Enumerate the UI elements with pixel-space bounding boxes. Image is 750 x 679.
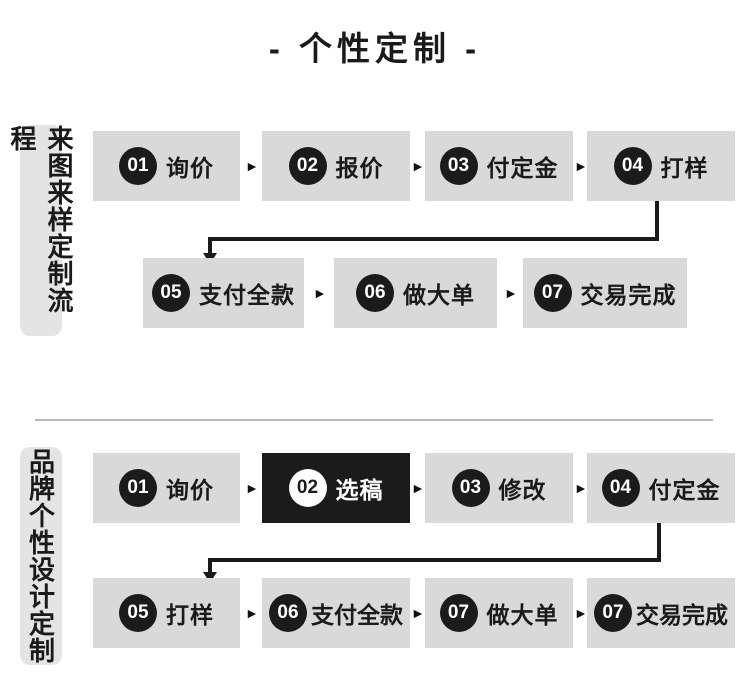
step-label: 修改	[498, 477, 547, 503]
page-title: - 个性定制 -	[268, 30, 482, 67]
arrow-right-icon: ►	[504, 285, 518, 301]
step-label: 做大单	[486, 602, 559, 628]
step-number-badge: 03	[439, 147, 478, 185]
step-number-badge: 02	[288, 147, 327, 185]
step-label: 询价	[166, 477, 214, 503]
flow-step: 01 询价	[93, 131, 240, 201]
step-label: 做大单	[403, 282, 475, 308]
step-number-badge: 01	[119, 469, 157, 507]
flow-step: 05 打样	[93, 578, 240, 648]
step-number-badge: 04	[601, 469, 640, 507]
arrow-right-icon: ►	[245, 605, 259, 621]
flow-step: 07 交易完成	[523, 258, 687, 328]
flow-step: 04 付定金	[587, 453, 735, 523]
step-number-badge: 02	[288, 469, 327, 507]
step-label: 打样	[166, 602, 214, 628]
step-label: 报价	[335, 155, 384, 181]
flow-step: 06 做大单	[334, 258, 497, 328]
flow-step: 03 付定金	[425, 131, 573, 201]
arrow-right-icon: ►	[411, 480, 425, 496]
step-number-badge: 06	[356, 274, 394, 312]
arrow-right-icon: ►	[313, 285, 327, 301]
step-label: 选稿	[335, 477, 384, 503]
step-number-badge: 07	[439, 594, 478, 632]
flow-step: 06 支付全款	[262, 578, 410, 648]
step-number-badge: 05	[152, 274, 190, 312]
flow-step: 04 打样	[587, 131, 735, 201]
flow-step: 01 询价	[93, 453, 240, 523]
step-number-badge: 07	[533, 274, 572, 312]
flow-step: 03 修改	[425, 453, 573, 523]
arrow-right-icon: ►	[245, 480, 259, 496]
step-label: 付定金	[486, 155, 559, 181]
step-label: 支付全款	[311, 602, 403, 628]
arrow-right-icon: ►	[574, 480, 588, 496]
flow-step: 02 报价	[262, 131, 410, 201]
flow-step-highlighted: 02 选稿	[262, 453, 410, 523]
step-number-badge: 04	[613, 147, 652, 185]
arrow-right-icon: ►	[411, 158, 425, 174]
arrow-right-icon: ►	[411, 605, 425, 621]
arrow-right-icon: ►	[245, 158, 259, 174]
flow-step: 07 做大单	[425, 578, 573, 648]
step-number-badge: 01	[119, 147, 157, 185]
step-label: 询价	[166, 155, 214, 181]
brand-design-flow-label: 品牌个性设计定制	[20, 447, 62, 665]
section-divider	[35, 419, 713, 421]
sample-custom-flow-label: 来图来样定制流程	[7, 125, 74, 336]
arrow-right-icon: ►	[574, 605, 588, 621]
step-number-badge: 07	[594, 594, 632, 632]
step-number-badge: 05	[119, 594, 157, 632]
step-label: 付定金	[648, 477, 721, 503]
step-number-badge: 06	[269, 594, 307, 632]
step-label: 交易完成	[636, 602, 728, 628]
flow-step: 07 交易完成	[587, 578, 735, 648]
arrow-right-icon: ►	[574, 158, 588, 174]
flow-step: 05 支付全款	[143, 258, 304, 328]
step-label: 支付全款	[199, 282, 295, 308]
step-number-badge: 03	[451, 469, 490, 507]
arrow-down-icon	[203, 572, 217, 583]
step-label: 交易完成	[580, 282, 677, 308]
step-label: 打样	[660, 155, 709, 181]
